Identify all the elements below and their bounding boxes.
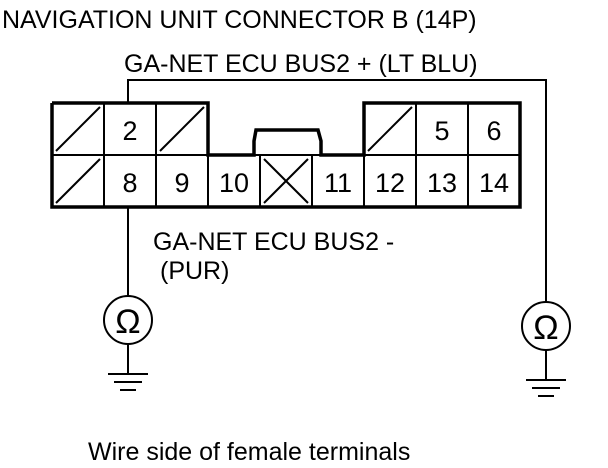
ohm-symbol: Ω — [115, 303, 140, 341]
terminal-8: 8 — [122, 168, 137, 198]
terminal-14: 14 — [479, 168, 509, 198]
ground-right — [526, 379, 566, 397]
ohmmeter-right: Ω — [521, 301, 571, 380]
ground-left — [108, 373, 148, 391]
empty-cavity-3 — [159, 106, 205, 152]
terminal-2: 2 — [122, 116, 137, 146]
terminal-6: 6 — [486, 116, 501, 146]
terminal-9: 9 — [174, 168, 189, 198]
terminal-10: 10 — [219, 168, 249, 198]
ohm-symbol: Ω — [533, 309, 558, 347]
ohmmeter-left: Ω — [103, 295, 153, 374]
empty-cavity-1 — [55, 106, 101, 152]
diagram-title: NAVIGATION UNIT CONNECTOR B (14P) — [2, 6, 477, 34]
wire-label-bus2-minus-color: (PUR) — [160, 257, 229, 285]
terminal-5: 5 — [434, 116, 449, 146]
wire-label-bus2-plus: GA-NET ECU BUS2 + (LT BLU) — [124, 50, 478, 78]
wire-label-bus2-minus: GA-NET ECU BUS2 - — [153, 228, 394, 256]
terminal-13: 13 — [427, 168, 457, 198]
wire-bus2-plus — [127, 79, 547, 302]
empty-cavity-4 — [367, 106, 413, 152]
empty-cavity-7 — [55, 158, 101, 204]
lock-cavity-x — [263, 158, 309, 204]
connector-b: 2 5 6 8 9 10 11 12 13 14 — [50, 101, 522, 209]
caption: Wire side of female terminals — [88, 438, 410, 466]
terminal-11: 11 — [324, 168, 352, 198]
terminal-12: 12 — [375, 168, 405, 198]
